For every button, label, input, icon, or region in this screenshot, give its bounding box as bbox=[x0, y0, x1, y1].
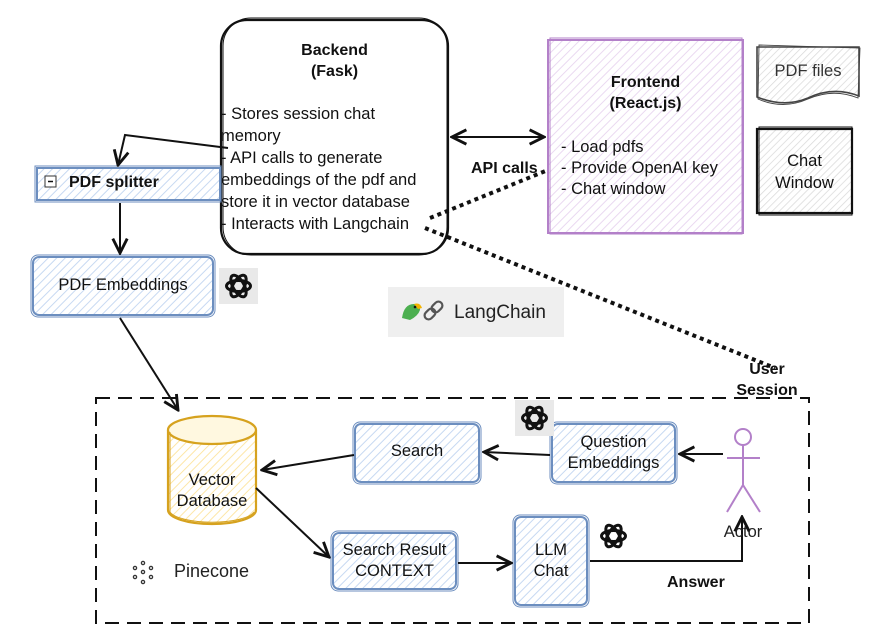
backend-line: embeddings of the pdf and bbox=[221, 171, 417, 189]
backend-box bbox=[219, 18, 450, 256]
api-calls-label: API calls bbox=[471, 160, 538, 177]
llm-chat-label: LLM Chat bbox=[515, 540, 587, 582]
openai-icon bbox=[515, 400, 554, 436]
frontend-title-text: Frontend bbox=[610, 74, 681, 91]
frontend-item: - Provide OpenAI key bbox=[561, 159, 718, 177]
vector-database-line: Database bbox=[176, 492, 248, 510]
actor-label: Actor bbox=[723, 523, 763, 541]
chat-window-line: Window bbox=[775, 174, 834, 192]
user-session-label: User Session bbox=[727, 359, 807, 401]
search-box bbox=[354, 423, 480, 483]
frontend-subtitle: (React.js) bbox=[609, 95, 682, 112]
frontend-items: - Load pdfs - Provide OpenAI key - Chat … bbox=[561, 137, 741, 200]
pdf-files-shape bbox=[756, 46, 860, 104]
backend-line: store it in vector database bbox=[221, 193, 410, 211]
chain-link-icon bbox=[423, 300, 444, 321]
search-result-box bbox=[332, 532, 457, 590]
arrow-vectordb-to-searchresult bbox=[255, 487, 329, 557]
answer-label: Answer bbox=[667, 574, 725, 591]
search-result-label: Search Result CONTEXT bbox=[333, 540, 456, 582]
chat-window-box bbox=[755, 127, 854, 215]
actor-icon bbox=[726, 428, 761, 513]
chat-window-line: Chat bbox=[787, 152, 822, 170]
llm-chat-line: LLM bbox=[534, 541, 568, 559]
search-label: Search bbox=[390, 442, 444, 460]
user-session-boundary bbox=[95, 397, 810, 624]
question-embeddings-box bbox=[551, 423, 676, 483]
frontend-item: - Load pdfs bbox=[561, 138, 644, 156]
backend-subtitle: (Fask) bbox=[310, 63, 359, 80]
pinecone-label: Pinecone bbox=[174, 561, 250, 581]
arrow-backend-to-splitter bbox=[118, 133, 229, 165]
openai-icon bbox=[219, 268, 258, 304]
parrot-icon bbox=[402, 303, 422, 320]
backend-line: - Interacts with Langchain bbox=[221, 215, 410, 233]
backend-line: - Stores session chat bbox=[221, 105, 376, 123]
user-session-line: Session bbox=[736, 382, 798, 399]
arrow-question-to-search bbox=[484, 452, 551, 455]
question-embeddings-line: Question bbox=[580, 433, 647, 451]
question-embeddings-label: Question Embeddings bbox=[552, 432, 675, 474]
backend-title: Backend (Fask) bbox=[221, 40, 448, 82]
arrow-llm-to-actor bbox=[590, 517, 742, 562]
question-embeddings-line: Embeddings bbox=[567, 454, 660, 472]
backend-line: memory bbox=[221, 127, 281, 145]
pdf-files-label: PDF files bbox=[774, 62, 842, 80]
backend-line: - API calls to generate bbox=[221, 149, 383, 167]
frontend-box bbox=[547, 39, 744, 234]
chat-window-label: Chat Window bbox=[757, 150, 852, 194]
pdf-embeddings-label: PDF Embeddings bbox=[58, 276, 188, 294]
frontend-item: - Chat window bbox=[561, 180, 666, 198]
connectors bbox=[118, 135, 742, 563]
vector-database-label: Vector Database bbox=[168, 470, 256, 512]
pdf-splitter-label: PDF splitter bbox=[69, 174, 159, 191]
langchain-label: LangChain bbox=[454, 302, 546, 323]
arrow-embeddings-to-vectordb bbox=[119, 317, 178, 410]
vector-database-line: Vector bbox=[188, 471, 236, 489]
search-result-line: Search Result bbox=[342, 541, 447, 559]
backend-title-text: Backend bbox=[301, 42, 368, 59]
arrow-search-to-vectordb bbox=[262, 454, 355, 470]
dotted-connectors bbox=[424, 168, 776, 370]
llm-chat-box bbox=[514, 516, 588, 606]
frontend-title: Frontend (React.js) bbox=[548, 72, 743, 114]
search-result-line: CONTEXT bbox=[355, 562, 434, 580]
vector-database-cylinder bbox=[166, 414, 258, 526]
pinecone-icon bbox=[132, 560, 154, 585]
pdf-embeddings-box bbox=[32, 256, 214, 316]
user-session-line: User bbox=[749, 361, 785, 378]
openai-icon bbox=[594, 518, 633, 554]
llm-chat-line: Chat bbox=[533, 562, 569, 580]
backend-description: - Stores session chat memory - API calls… bbox=[221, 103, 445, 235]
